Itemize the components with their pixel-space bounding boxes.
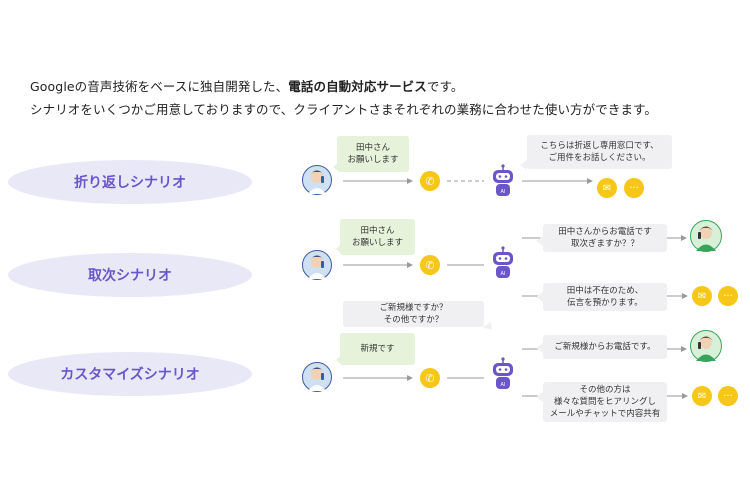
bubble-tail	[536, 343, 543, 353]
intro-line-2: シナリオをいくつかご用意しておりますので、クライアントさまそれぞれの業務に合わせ…	[30, 102, 658, 117]
phone-icon: ✆	[420, 171, 440, 191]
bubble-tail	[520, 160, 527, 170]
intro-line-1: Googleの音声技術をベースに独自開発した、電話の自動対応サービスです。	[30, 76, 463, 95]
svg-text:AI: AI	[501, 382, 506, 388]
bubble-s3-bot-top: ご新規様からお電話です。	[543, 335, 667, 359]
chat-icon: ···	[718, 386, 738, 406]
chat-icon: ···	[624, 178, 644, 198]
bubble-s2-bot-bottom: 田中は不在のため、 伝言を預かります。	[543, 283, 667, 311]
bubble-tail	[333, 162, 339, 172]
scenario-pill-transfer: 取次シナリオ	[8, 253, 252, 297]
mail-icon: ✉	[692, 286, 712, 306]
phone-icon: ✆	[420, 255, 440, 275]
customer-avatar-s3	[690, 330, 722, 362]
bubble-tail	[536, 392, 543, 402]
robot-icon: AI	[488, 164, 518, 198]
user-avatar-s1	[302, 165, 332, 195]
intro-line-1-post: です。	[426, 79, 464, 94]
scenario-pill-callback: 折り返しシナリオ	[8, 160, 252, 204]
svg-text:AI: AI	[501, 189, 506, 195]
bubble-s3-question: ご新規様ですか？ その他ですか？	[343, 301, 484, 327]
user-avatar-s2	[302, 250, 332, 280]
robot-icon: AI	[488, 246, 518, 280]
mail-icon: ✉	[692, 386, 712, 406]
intro-line-1-pre: Googleの音声技術をベースに独自開発した、	[30, 79, 289, 94]
scenario-pill-custom: カスタマイズシナリオ	[8, 352, 252, 396]
mail-icon: ✉	[597, 178, 617, 198]
bubble-s1-user: 田中さん お願いします	[337, 136, 409, 172]
bubble-s3-bot-bottom: その他の方は 様々な質問をヒアリングし メールやチャットで内容共有	[543, 382, 667, 422]
intro-line-1-bold: 電話の自動対応サービス	[288, 79, 427, 94]
chat-icon: ···	[718, 286, 738, 306]
svg-text:AI: AI	[501, 271, 506, 277]
user-avatar-s3	[302, 362, 332, 392]
bubble-s3-user: 新規です	[340, 333, 415, 365]
bubble-tail	[336, 355, 342, 365]
bubble-s2-user: 田中さん お願いします	[340, 219, 415, 255]
phone-icon: ✆	[420, 368, 440, 388]
bubble-s1-bot: こちらは折返し専用窓口です、 ご用件をお話しください。	[527, 135, 672, 169]
bubble-tail	[336, 244, 342, 254]
bubble-tail	[536, 236, 543, 246]
customer-avatar-s2	[690, 220, 722, 252]
bubble-s2-bot-top: 田中さんからお電話です 取次ぎますか？？	[543, 224, 667, 252]
robot-icon: AI	[488, 357, 518, 391]
bubble-tail	[536, 292, 543, 302]
